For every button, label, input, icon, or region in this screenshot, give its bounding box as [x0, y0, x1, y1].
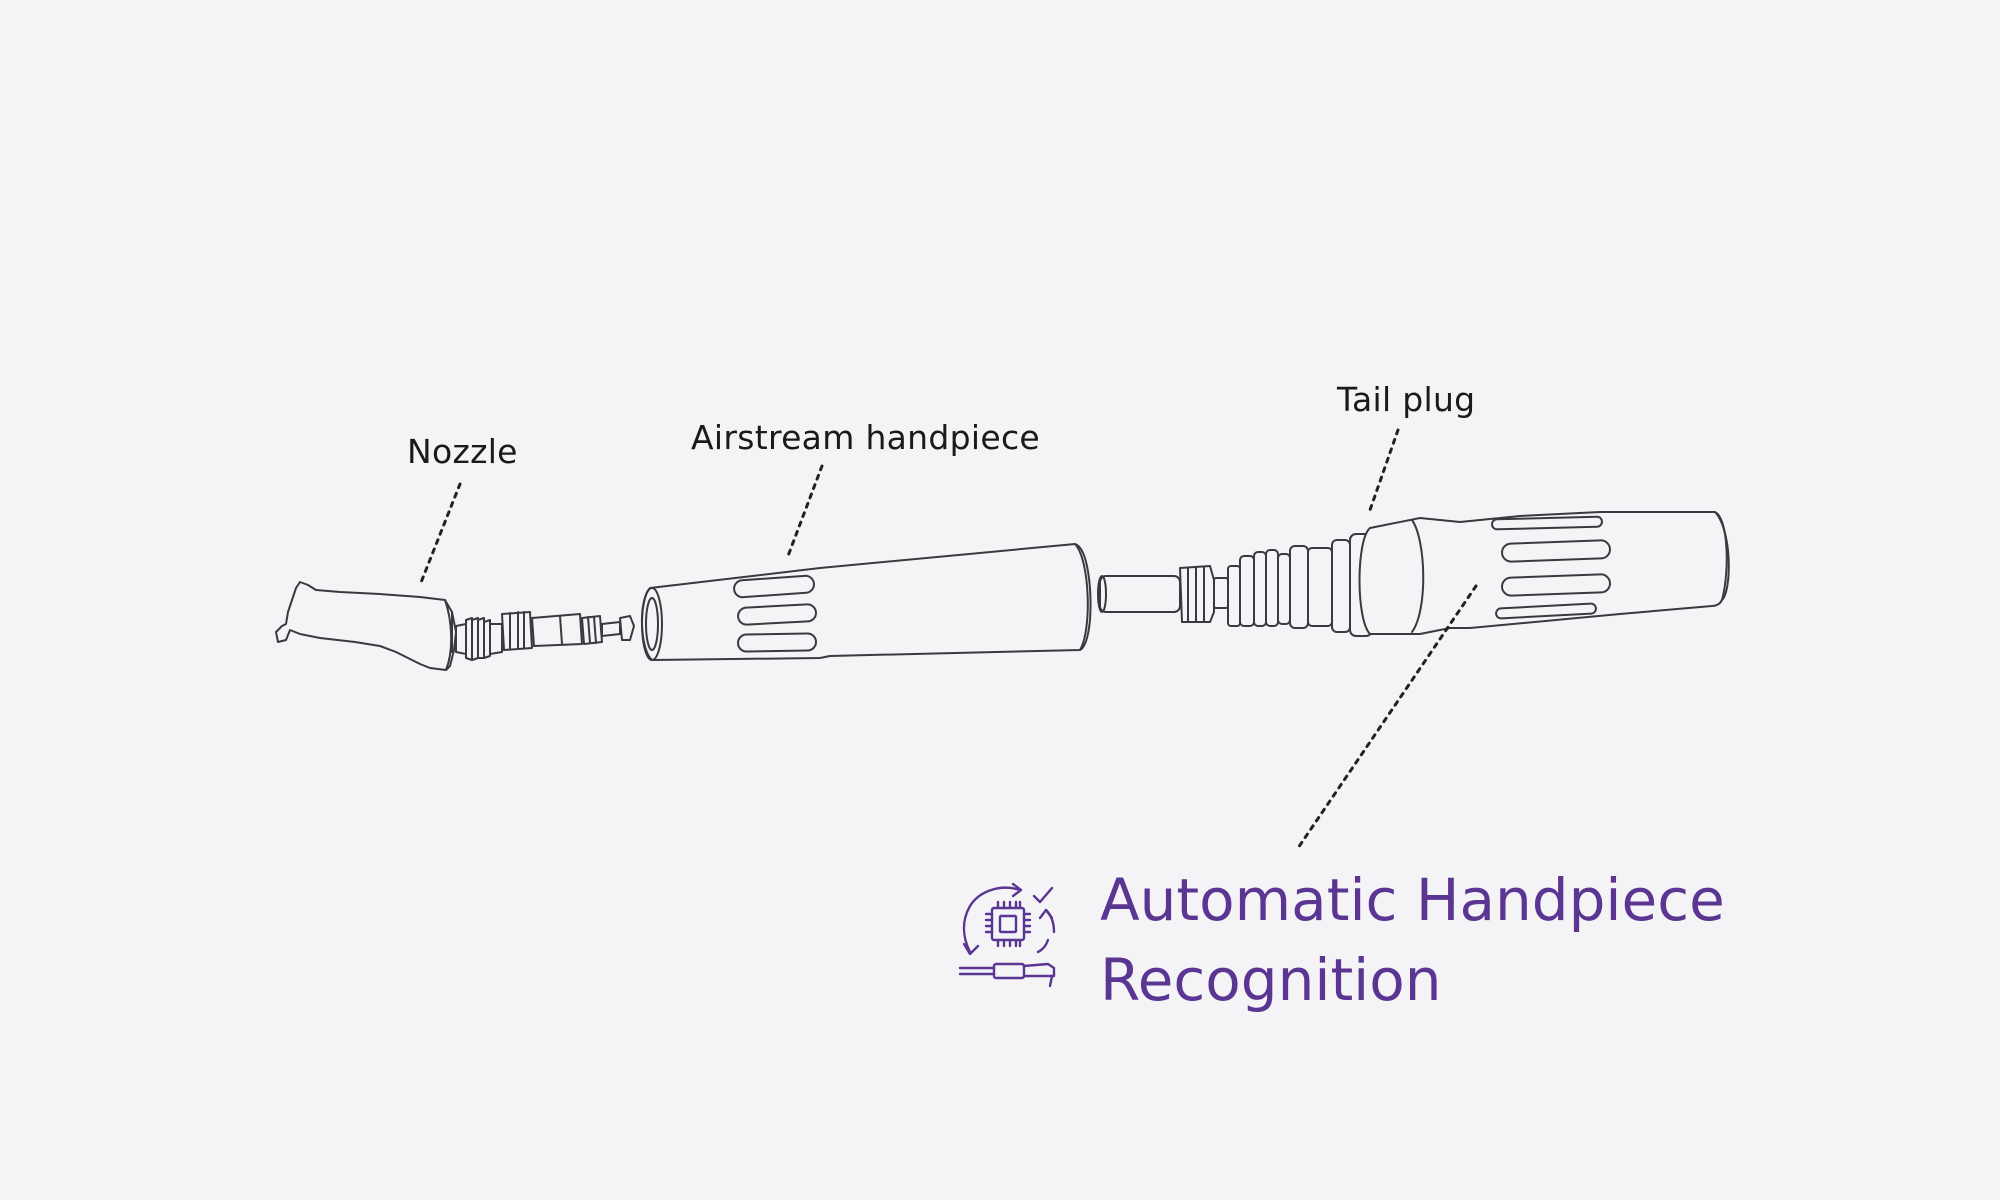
airstream-handpiece-label: Airstream handpiece [691, 418, 1041, 457]
feature-leader [1296, 584, 1478, 850]
feature-title-line-2: Recognition [1100, 946, 1442, 1014]
feature-title-line-1: Automatic Handpiece [1100, 866, 1725, 934]
feature-title: Automatic Handpiece Recognition [1100, 860, 1820, 1020]
nozzle-leader [418, 482, 462, 587]
airstream-handpiece-part [641, 543, 1092, 661]
tail-plug-label: Tail plug [1337, 380, 1476, 419]
leader-lines [418, 428, 1478, 850]
tail-plug-leader [1368, 428, 1400, 512]
tail-plug-connector-part [1097, 533, 1373, 637]
nozzle-label: Nozzle [407, 432, 518, 471]
tail-plug-body-part [1358, 511, 1730, 635]
nozzle-part [275, 581, 635, 671]
airstream-handpiece-leader [786, 464, 824, 558]
chip-recognition-icon [958, 882, 1056, 988]
